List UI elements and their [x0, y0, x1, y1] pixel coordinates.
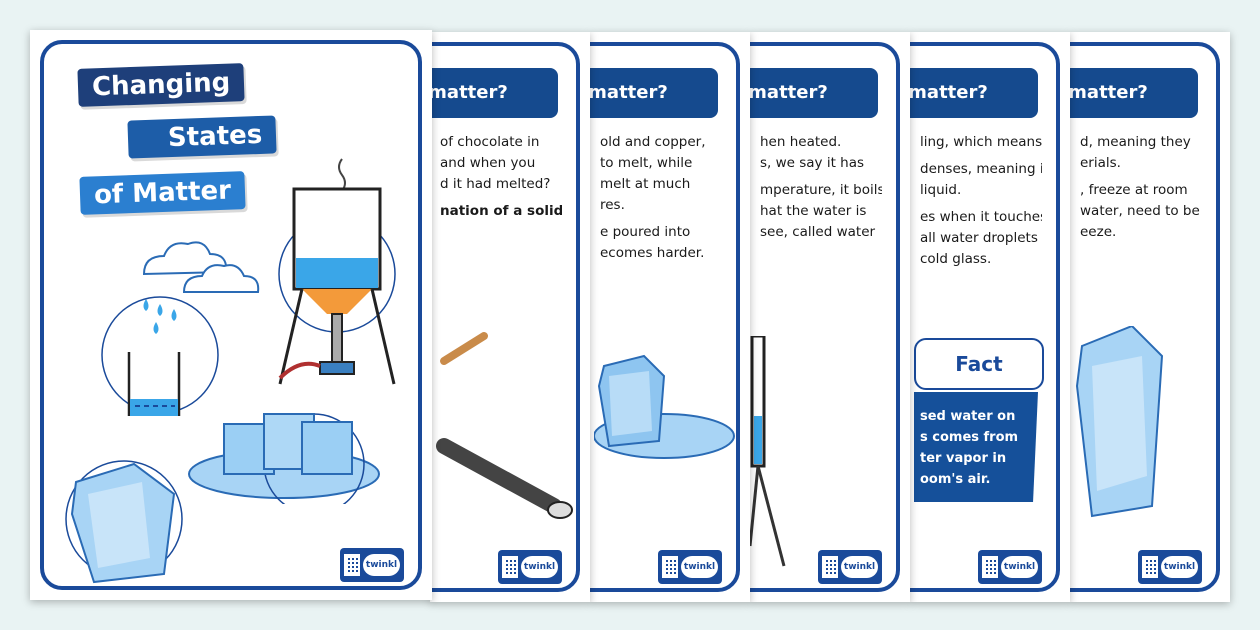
cover-title-line-3: of Matter [79, 171, 246, 215]
qr-code-icon [982, 556, 998, 578]
poster-title: nge matter? [1070, 68, 1198, 118]
logo-text: twinkl [1001, 556, 1038, 578]
body-line: , freeze at room [1080, 182, 1188, 198]
body-line: s, we say it has [760, 155, 865, 171]
poster-sheet-5: nge matter? ling, which means denses, me… [910, 32, 1070, 602]
cover-title-line-1: Changing [77, 63, 245, 107]
body-line: hen heated. [760, 134, 842, 150]
body-line: old and copper, [600, 134, 706, 150]
poster-frame: nge matter? old and copper, to melt, whi… [590, 42, 740, 592]
twinkl-logo: twinkl [498, 550, 562, 584]
poster-body-text: d, meaning they erials. , freeze at room… [1080, 132, 1202, 243]
poster-body-text: of chocolate in and when you d it had me… [440, 132, 562, 222]
fact-line: sed water on [920, 409, 1016, 424]
logo-text: twinkl [681, 556, 718, 578]
logo-text: twinkl [841, 556, 878, 578]
fact-line: s comes from [920, 430, 1019, 445]
poster-frame: nge matter? ling, which means denses, me… [910, 42, 1060, 592]
twinkl-logo: twinkl [818, 550, 882, 584]
melting-ice-icon [594, 354, 735, 459]
body-line: eeze. [1080, 224, 1117, 240]
poster-title: nge matter? [910, 68, 1038, 118]
beaker-icon [101, 296, 219, 416]
poster-body-text: ling, which means denses, meaning it liq… [920, 132, 1042, 270]
logo-text: twinkl [363, 554, 400, 576]
ice-cube-icon [1075, 326, 1164, 518]
twinkl-logo: twinkl [1138, 550, 1202, 584]
logo-text: twinkl [1161, 556, 1198, 578]
qr-code-icon [502, 556, 518, 578]
body-line: melt at much [600, 176, 691, 192]
poster-body-text: old and copper, to melt, while melt at m… [600, 132, 722, 264]
body-line: d, meaning they [1080, 134, 1191, 150]
melting-ice-icon [188, 413, 380, 504]
qr-code-icon [344, 554, 360, 576]
fact-line: oom's air. [920, 472, 991, 487]
body-line: denses, meaning it [920, 161, 1042, 177]
fact-line: ter vapor in [920, 451, 1007, 466]
cover-poster-sheet: Changing States of Matter [30, 30, 432, 600]
body-line: erials. [1080, 155, 1121, 171]
poster-title: nge matter? [430, 68, 558, 118]
body-line: liquid. [920, 182, 962, 198]
body-line: hat the water is [760, 203, 867, 219]
ice-cube-icon [65, 460, 183, 584]
poster-frame: nge matter? of chocolate in and when you… [430, 42, 580, 592]
body-line: cold glass. [920, 251, 992, 267]
poster-sheet-6: nge matter? d, meaning they erials. , fr… [1070, 32, 1230, 602]
body-line: mperature, it boils. [760, 182, 882, 198]
body-line: and when you [440, 155, 536, 171]
body-line: see, called water [760, 224, 876, 240]
poster-sheet-3: nge matter? old and copper, to melt, whi… [590, 32, 750, 602]
body-line: res. [600, 197, 625, 213]
twinkl-logo: twinkl [340, 548, 404, 582]
body-line: of chocolate in [440, 134, 540, 150]
spoon-icon [436, 332, 573, 519]
poster-title: nge matter? [750, 68, 878, 118]
poster-title: nge matter? [590, 68, 718, 118]
cover-frame: Changing States of Matter [40, 40, 422, 590]
fact-body: sed water on s comes from ter vapor in o… [914, 392, 1038, 502]
twinkl-logo: twinkl [978, 550, 1042, 584]
bunsen-burner-icon [278, 158, 396, 385]
poster-frame: nge matter? d, meaning they erials. , fr… [1070, 42, 1220, 592]
cloud-icon [142, 241, 260, 293]
qr-code-icon [662, 556, 678, 578]
poster-sheet-4: nge matter? hen heated. s, we say it has… [750, 32, 910, 602]
poster-frame: nge matter? hen heated. s, we say it has… [750, 42, 900, 592]
body-line: nation of a solid [440, 203, 562, 219]
body-line: d it had melted? [440, 176, 551, 192]
twinkl-logo: twinkl [658, 550, 722, 584]
body-line: all water droplets [920, 230, 1038, 246]
logo-text: twinkl [521, 556, 558, 578]
body-line: to melt, while [600, 155, 693, 171]
poster-sheet-2: nge matter? of chocolate in and when you… [430, 32, 590, 602]
qr-code-icon [822, 556, 838, 578]
body-line: es when it touches [920, 209, 1042, 225]
poster-body-text: hen heated. s, we say it has mperature, … [760, 132, 882, 243]
body-line: ling, which means [920, 134, 1042, 150]
qr-code-icon [1142, 556, 1158, 578]
thermometer-stand-icon [750, 336, 786, 567]
cover-title-line-2: States [127, 115, 277, 159]
body-line: water, need to be [1080, 203, 1200, 219]
body-line: ecomes harder. [600, 245, 705, 261]
body-line: e poured into [600, 224, 691, 240]
fact-heading: Fact [914, 338, 1044, 390]
rain-drops-icon [143, 299, 177, 334]
